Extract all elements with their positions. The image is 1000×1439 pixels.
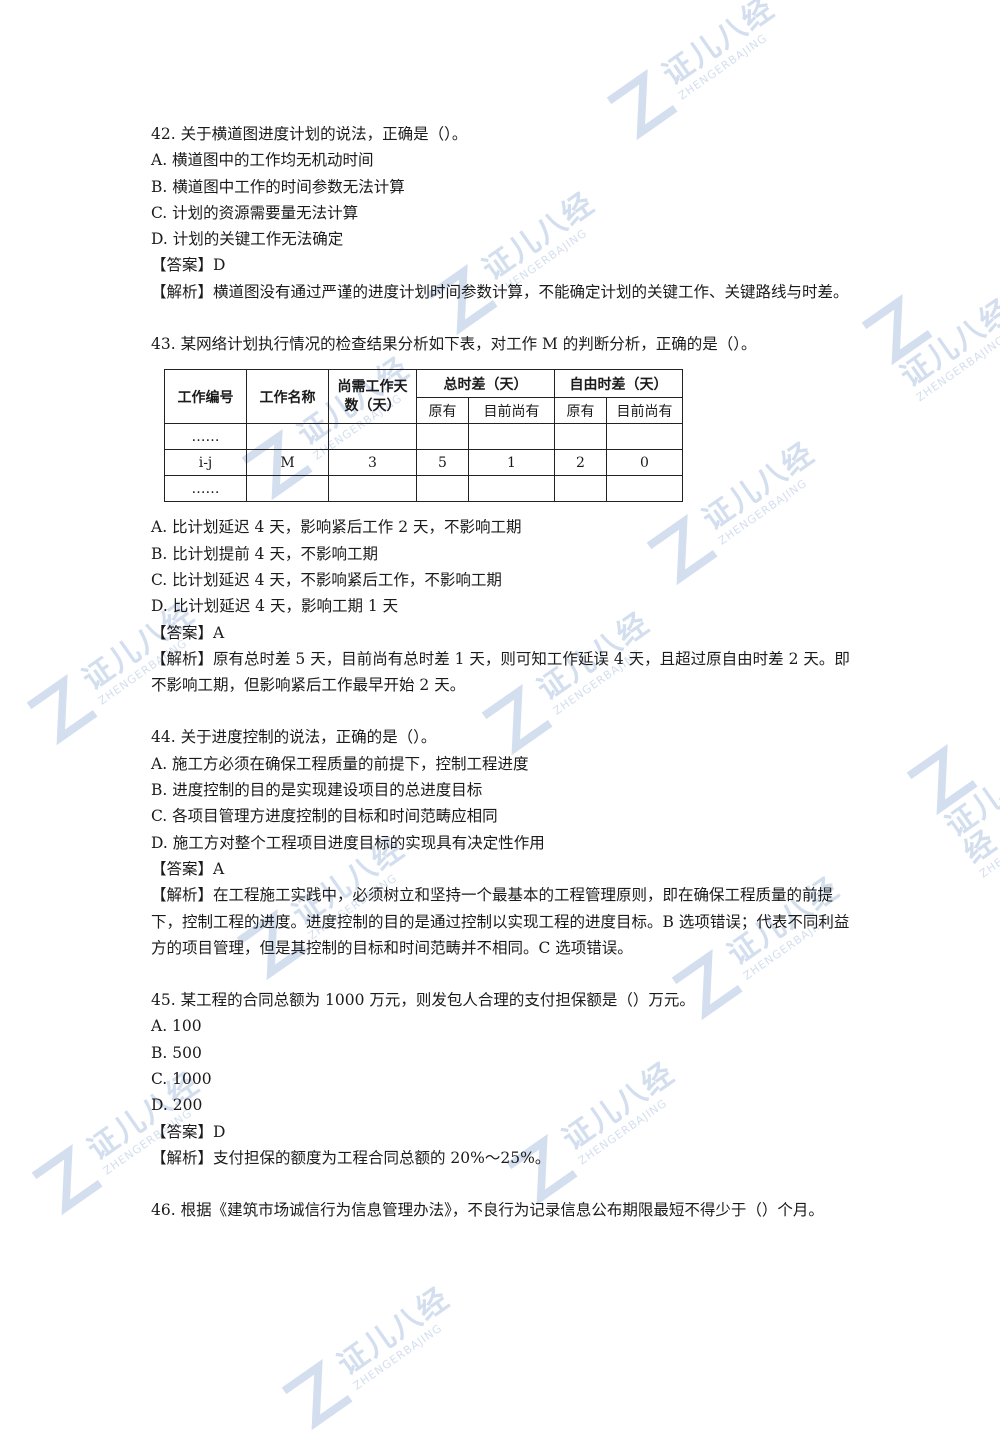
table-cell — [246, 423, 329, 451]
header-work-name: 工作名称 — [246, 369, 329, 425]
option-a: A. 100 — [151, 1017, 202, 1036]
option-d: D. 施工方对整个工程项目进度目标的实现具有决定性作用 — [151, 833, 545, 852]
header-total-original: 原有 — [416, 397, 469, 425]
table-cell — [468, 475, 555, 503]
watermark-en: ZHENGERBAJING — [913, 333, 1000, 405]
analysis: 【解析】支付担保的额度为工程合同总额的 20%～25%。 — [151, 1148, 551, 1167]
analysis: 【解析】横道图没有通过严谨的进度计划时间参数计算，不能确定计划的关键工作、关键路… — [151, 282, 849, 301]
watermark-cn: 证儿八经 — [656, 0, 782, 93]
progress-check-table: 工作编号 工作名称 尚需工作天数（天） 总时差（天） 自由时差（天） 原有 目前… — [164, 369, 683, 503]
table-cell — [328, 423, 417, 451]
option-c: C. 各项目管理方进度控制的目标和时间范畴应相同 — [151, 807, 498, 826]
table-cell: 3 — [328, 449, 417, 477]
header-total-current: 目前尚有 — [468, 397, 555, 425]
watermark-en: ZHENGERBAJING — [350, 1320, 445, 1393]
table-cell — [468, 423, 555, 451]
table-cell: …… — [164, 475, 247, 503]
table-cell — [416, 423, 469, 451]
option-a: A. 比计划延迟 4 天，影响紧后工作 2 天，不影响工期 — [151, 518, 522, 537]
header-free-original: 原有 — [554, 397, 607, 425]
table-cell: …… — [164, 423, 247, 451]
question-46: 46. 根据《建筑市场诚信行为信息管理办法》，不良行为记录信息公布期限最短不得少… — [151, 1197, 851, 1223]
table-cell — [606, 423, 683, 451]
table-cell: 5 — [416, 449, 469, 477]
table-cell: i-j — [164, 449, 247, 477]
watermark-cn: 证儿八经 — [939, 760, 1000, 871]
watermark-en: ZHENGERBAJING — [977, 809, 1000, 881]
table-cell — [606, 475, 683, 503]
analysis: 【解析】在工程施工实践中，必须树立和坚持一个最基本的工程管理原则，即在确保工程质… — [151, 886, 850, 957]
option-b: B. 横道图中工作的时间参数无法计算 — [151, 177, 405, 196]
option-b: B. 进度控制的目的是实现建设项目的总进度目标 — [151, 781, 483, 800]
question-43: 43. 某网络计划执行情况的检查结果分析如下表，对工作 M 的判断分析，正确的是… — [151, 331, 851, 698]
question-stem: 45. 某工程的合同总额为 1000 万元，则发包人合理的支付担保额是（）万元。 — [151, 991, 695, 1010]
table-cell — [554, 475, 607, 503]
watermark-logo-icon — [900, 737, 983, 821]
watermark-cn: 证儿八经 — [894, 292, 1000, 395]
answer: 【答案】D — [151, 1122, 226, 1141]
watermark-cn: 证儿八经 — [331, 1280, 457, 1383]
answer: 【答案】D — [151, 256, 226, 275]
answer: 【答案】A — [151, 623, 225, 642]
table-cell: M — [246, 449, 329, 477]
table-cell — [416, 475, 469, 503]
watermark-logo-icon — [20, 667, 103, 751]
question-stem: 43. 某网络计划执行情况的检查结果分析如下表，对工作 M 的判断分析，正确的是… — [151, 335, 757, 354]
option-c: C. 1000 — [151, 1070, 212, 1089]
exam-page: 42. 关于横道图进度计划的说法，正确是（）。 A. 横道图中的工作均无机动时间… — [151, 121, 851, 1224]
table-cell — [328, 475, 417, 503]
header-free-float: 自由时差（天） — [554, 369, 683, 399]
table-row: …… — [164, 423, 683, 451]
header-free-current: 目前尚有 — [606, 397, 683, 425]
question-stem: 46. 根据《建筑市场诚信行为信息管理办法》，不良行为记录信息公布期限最短不得少… — [151, 1201, 824, 1220]
option-d: D. 200 — [151, 1096, 203, 1115]
header-work-id: 工作编号 — [164, 369, 247, 425]
table-cell: 2 — [554, 449, 607, 477]
option-d: D. 比计划延迟 4 天，影响工期 1 天 — [151, 597, 399, 616]
watermark-en: ZHENGERBAJING — [675, 30, 770, 103]
question-45: 45. 某工程的合同总额为 1000 万元，则发包人合理的支付担保额是（）万元。… — [151, 987, 851, 1171]
question-44: 44. 关于进度控制的说法，正确的是（）。 A. 施工方必须在确保工程质量的前提… — [151, 724, 851, 961]
table-cell: 1 — [468, 449, 555, 477]
question-42: 42. 关于横道图进度计划的说法，正确是（）。 A. 横道图中的工作均无机动时间… — [151, 121, 851, 305]
analysis: 【解析】原有总时差 5 天，目前尚有总时差 1 天，则可知工作延误 4 天，且超… — [151, 649, 850, 695]
watermark-logo-icon — [275, 1352, 358, 1436]
option-b: B. 比计划提前 4 天，不影响工期 — [151, 544, 378, 563]
table-row: …… — [164, 475, 683, 503]
option-c: C. 比计划延迟 4 天，不影响紧后工作，不影响工期 — [151, 570, 502, 589]
table-cell — [246, 475, 329, 503]
option-a: A. 横道图中的工作均无机动时间 — [151, 151, 374, 170]
header-remaining-days: 尚需工作天数（天） — [328, 369, 417, 425]
option-c: C. 计划的资源需要量无法计算 — [151, 203, 359, 222]
question-stem: 44. 关于进度控制的说法，正确的是（）。 — [151, 728, 437, 747]
option-b: B. 500 — [151, 1043, 202, 1062]
watermark-logo-icon — [25, 1137, 108, 1221]
table-row: i-j M 3 5 1 2 0 — [164, 449, 683, 477]
table-cell — [554, 423, 607, 451]
question-stem: 42. 关于横道图进度计划的说法，正确是（）。 — [151, 125, 468, 143]
answer: 【答案】A — [151, 859, 225, 878]
watermark-logo-icon — [855, 287, 938, 371]
option-d: D. 计划的关键工作无法确定 — [151, 230, 344, 249]
header-total-float: 总时差（天） — [416, 369, 555, 399]
option-a: A. 施工方必须在确保工程质量的前提下，控制工程进度 — [151, 754, 529, 773]
table-cell: 0 — [606, 449, 683, 477]
